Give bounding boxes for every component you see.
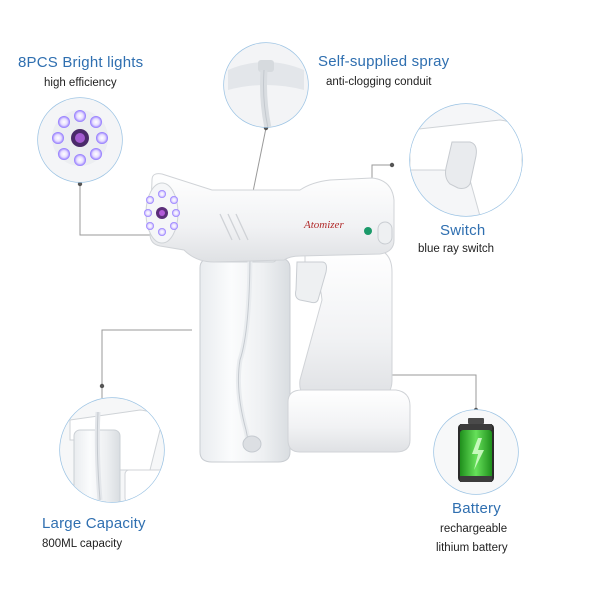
callout-switch [409, 103, 523, 217]
spray-subtitle: anti-clogging conduit [326, 76, 432, 88]
lights-subtitle: high efficiency [44, 77, 117, 89]
callout-spray [223, 42, 309, 128]
brand-label: Atomizer [304, 219, 344, 231]
capacity-title: Large Capacity [42, 515, 146, 532]
battery-title: Battery [452, 500, 501, 517]
battery-subtitle-line1: rechargeable [440, 523, 508, 535]
spray-title: Self-supplied spray [318, 53, 450, 70]
battery-subtitle-line2: lithium battery [436, 542, 508, 554]
switch-title: Switch [440, 222, 486, 239]
capacity-subtitle: 800ML capacity [42, 538, 123, 550]
switch-subtitle: blue ray switch [418, 243, 495, 255]
callout-battery [433, 409, 519, 495]
callout-lights [37, 97, 123, 183]
spray-gun [144, 173, 411, 463]
callout-capacity [59, 397, 165, 503]
lights-title: 8PCS Bright lights [18, 54, 144, 71]
